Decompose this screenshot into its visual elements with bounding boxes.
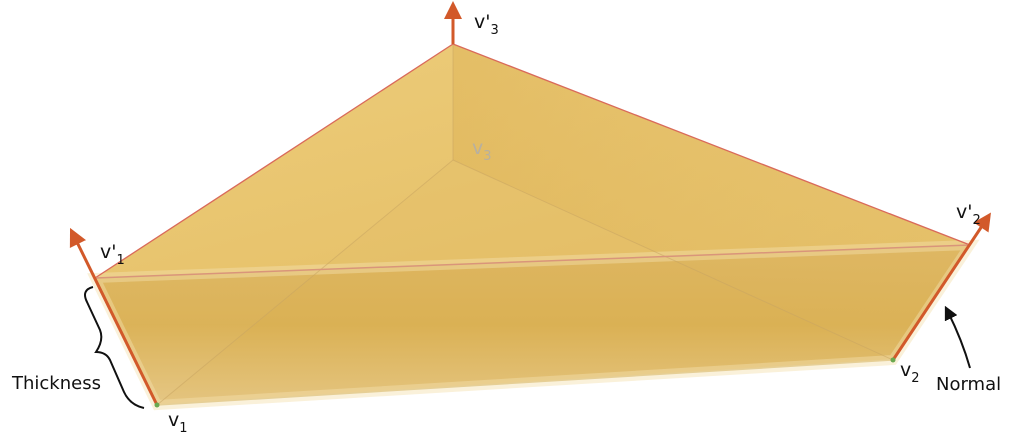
edge-v1p-v3p [94,43,454,279]
vertex-v1-dot [154,402,160,408]
edge-v3p-v2p [452,43,971,246]
normal-label: Normal [936,374,1001,395]
front-face [95,245,970,405]
label-v3: v3 [472,137,492,164]
label-v1-prime: v'1 [100,241,125,268]
hidden-edge-v1-v3 [156,159,454,406]
edge-v1p-v2p [94,244,971,279]
label-v3-prime: v'3 [474,11,499,38]
normal-pointer-arrow [944,305,971,369]
edge-v1-v2 [156,359,894,406]
thickness-brace [84,286,145,409]
normal-arrow-v1 [69,227,159,406]
label-v1: v1 [168,409,188,436]
label-v2-prime: v'2 [956,201,981,228]
vertex-v2-dot [890,357,896,363]
thickness-label: Thickness [11,373,101,394]
hidden-edge-v3-v2 [452,159,894,361]
label-v2: v2 [900,359,920,386]
normal-arrow-v2 [891,212,991,361]
